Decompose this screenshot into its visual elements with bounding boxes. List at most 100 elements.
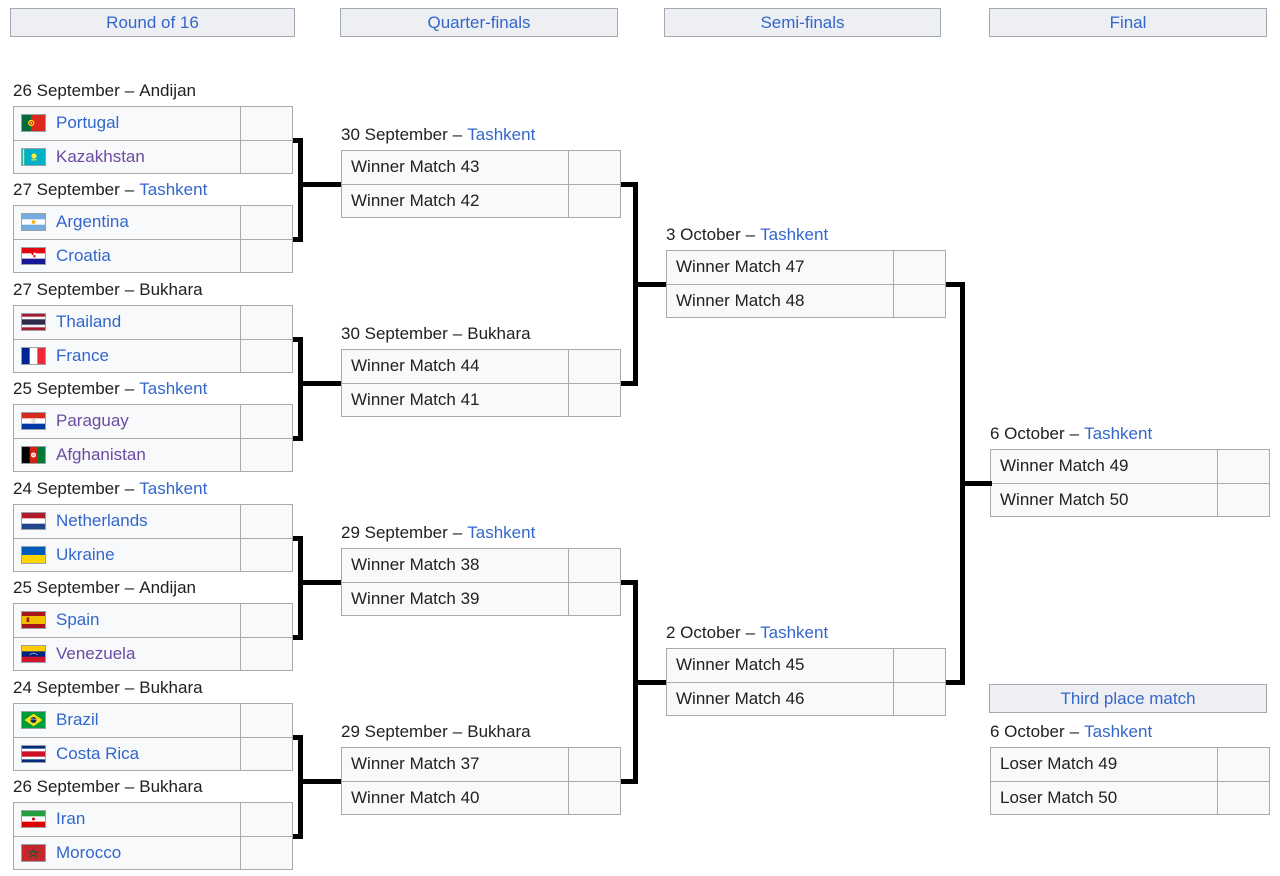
team-cell: Afghanistan <box>14 439 240 472</box>
france-flag-icon <box>21 346 46 365</box>
team-cell: Winner Match 45 <box>667 649 893 682</box>
score-cell <box>1217 450 1269 483</box>
dash-separator: – <box>452 523 463 542</box>
team-link-argentina[interactable]: Argentina <box>56 212 129 232</box>
team-cell: Ukraine <box>14 539 240 572</box>
r16-match-2-away-row: Croatia <box>14 238 292 272</box>
venue-bukhara-text: Bukhara <box>139 280 203 299</box>
bracket-connector-line <box>638 680 666 685</box>
team-link-france[interactable]: France <box>56 345 109 365</box>
team-link-brazil[interactable]: Brazil <box>56 710 99 730</box>
score-cell <box>568 582 620 615</box>
venue-tashkent-link[interactable]: Tashkent <box>139 379 208 398</box>
team-link-costa-rica[interactable]: Costa Rica <box>56 743 140 763</box>
score-cell <box>1217 483 1269 516</box>
match-placeholder-text: Winner Match 44 <box>351 356 480 376</box>
score-cell <box>568 383 620 416</box>
venue-tashkent-link[interactable]: Tashkent <box>467 125 536 144</box>
venue-tashkent-link[interactable]: Tashkent <box>1084 722 1153 741</box>
r16-match-2-home-row: Argentina <box>14 206 292 239</box>
final-match-1-date: 6 October–Tashkent <box>990 423 1152 445</box>
qf-match-2-home-row: Winner Match 44 <box>342 350 620 383</box>
r16-match-4-date: 25 September–Tashkent <box>13 378 207 400</box>
team-cell: Winner Match 39 <box>342 583 568 616</box>
venue-tashkent-link[interactable]: Tashkent <box>467 523 536 542</box>
team-link-iran[interactable]: Iran <box>56 809 86 829</box>
team-cell: Brazil <box>14 704 240 737</box>
r16-match-3-date: 27 September–Bukhara <box>13 279 203 301</box>
venue-tashkent-link[interactable]: Tashkent <box>760 623 829 642</box>
bracket-connector-line <box>638 282 666 287</box>
bracket-connector-line <box>303 779 341 784</box>
dash-separator: – <box>745 225 756 244</box>
score-cell <box>568 350 620 383</box>
dash-separator: – <box>124 578 135 597</box>
venue-bukhara-text: Bukhara <box>467 324 531 343</box>
venue-tashkent-link[interactable]: Tashkent <box>760 225 829 244</box>
match-placeholder-text: Winner Match 49 <box>1000 456 1129 476</box>
team-link-venezuela[interactable]: Venezuela <box>56 643 136 663</box>
final-match-1-away-row: Winner Match 50 <box>991 482 1269 516</box>
team-link-morocco[interactable]: Morocco <box>56 842 122 862</box>
team-cell: Netherlands <box>14 505 240 538</box>
r16-match-7-date: 24 September–Bukhara <box>13 677 203 699</box>
dash-separator: – <box>452 722 463 741</box>
score-cell <box>568 151 620 184</box>
match-date-text: 3 October <box>666 225 741 244</box>
match-placeholder-text: Winner Match 47 <box>676 257 805 277</box>
team-cell: France <box>14 340 240 373</box>
venue-tashkent-link[interactable]: Tashkent <box>1084 424 1153 443</box>
team-cell: Winner Match 44 <box>342 350 568 383</box>
team-link-ukraine[interactable]: Ukraine <box>56 544 115 564</box>
team-link-thailand[interactable]: Thailand <box>56 312 122 332</box>
score-cell <box>240 405 292 438</box>
dash-separator: – <box>124 81 135 100</box>
dash-separator: – <box>124 777 135 796</box>
match-date-text: 30 September <box>341 324 448 343</box>
qf-match-3: Winner Match 38 Winner Match 39 <box>341 548 621 616</box>
bracket-connector-line <box>946 282 965 287</box>
qf-match-3-date: 29 September–Tashkent <box>341 522 535 544</box>
score-cell <box>240 538 292 571</box>
venue-tashkent-link[interactable]: Tashkent <box>139 479 208 498</box>
team-link-spain[interactable]: Spain <box>56 610 100 630</box>
match-placeholder-text: Loser Match 50 <box>1000 787 1118 807</box>
team-cell: Venezuela <box>14 638 240 671</box>
score-cell <box>240 737 292 770</box>
venue-tashkent-link[interactable]: Tashkent <box>139 180 208 199</box>
qf-match-1-date: 30 September–Tashkent <box>341 124 535 146</box>
match-placeholder-text: Winner Match 41 <box>351 389 480 409</box>
team-link-afghanistan[interactable]: Afghanistan <box>56 444 146 464</box>
team-link-kazakhstan[interactable]: Kazakhstan <box>56 146 145 166</box>
team-cell: Winner Match 40 <box>342 782 568 815</box>
team-link-croatia[interactable]: Croatia <box>56 245 111 265</box>
team-link-portugal[interactable]: Portugal <box>56 113 120 133</box>
score-cell <box>240 107 292 140</box>
r16-match-1-home-row: Portugal <box>14 107 292 140</box>
team-link-netherlands[interactable]: Netherlands <box>56 511 148 531</box>
score-cell <box>240 239 292 272</box>
r16-match-5-away-row: Ukraine <box>14 537 292 572</box>
match-date-text: 27 September <box>13 280 120 299</box>
bracket-connector-line <box>303 381 341 386</box>
thailand-flag-icon <box>21 313 46 332</box>
score-cell <box>893 284 945 317</box>
dash-separator: – <box>124 479 135 498</box>
sf-match-1: Winner Match 47 Winner Match 48 <box>666 250 946 318</box>
third-place-match-1-away-row: Loser Match 50 <box>991 780 1269 814</box>
dash-separator: – <box>745 623 756 642</box>
match-date-text: 29 September <box>341 722 448 741</box>
score-cell <box>240 306 292 339</box>
iran-flag-icon <box>21 810 46 829</box>
r16-match-7-home-row: Brazil <box>14 704 292 737</box>
team-cell: Paraguay <box>14 405 240 438</box>
bracket-connector-line <box>621 182 638 187</box>
team-link-paraguay[interactable]: Paraguay <box>56 411 129 431</box>
match-placeholder-text: Winner Match 38 <box>351 555 480 575</box>
sf-match-1-away-row: Winner Match 48 <box>667 283 945 317</box>
